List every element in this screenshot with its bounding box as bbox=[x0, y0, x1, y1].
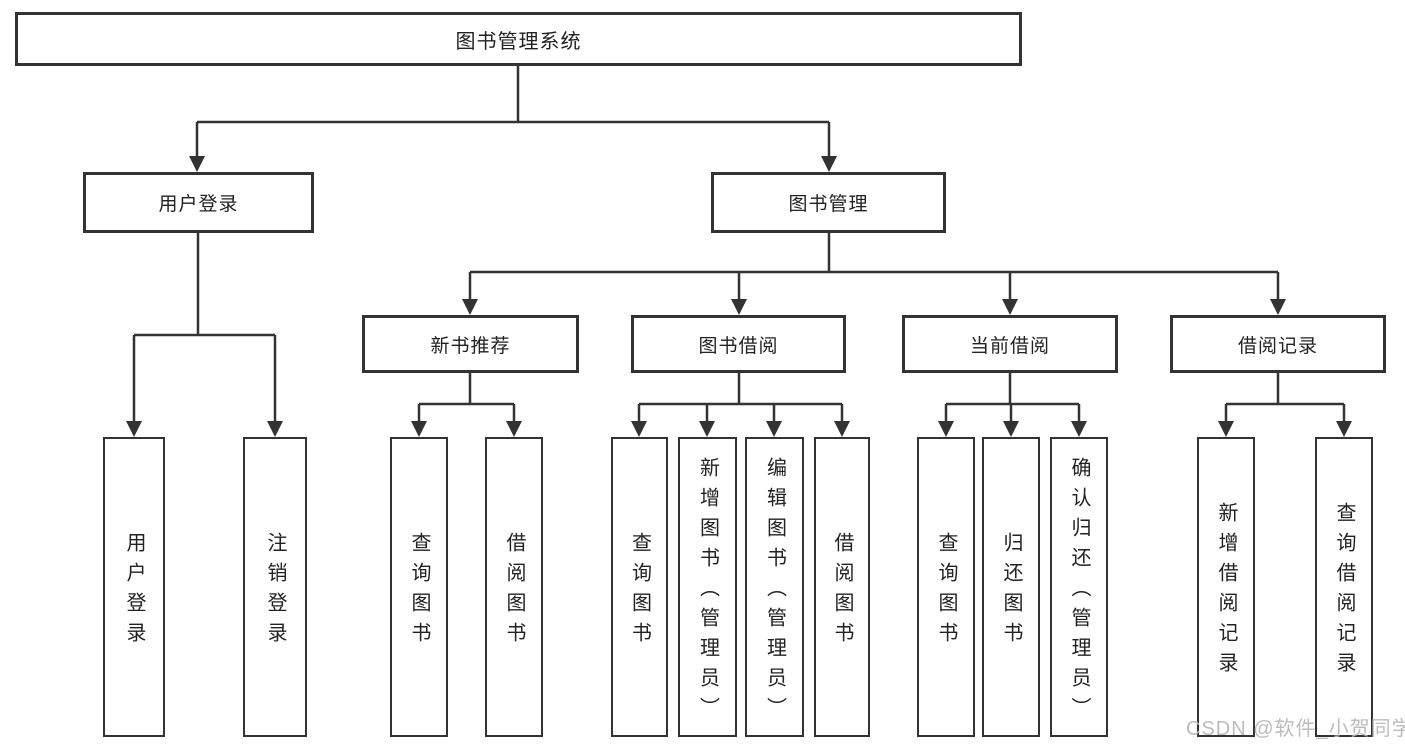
node-label: 归还图书 bbox=[1000, 532, 1022, 652]
arrowhead bbox=[462, 299, 478, 315]
node-label: 注销登录 bbox=[264, 532, 286, 652]
arrowhead bbox=[506, 421, 522, 437]
arrowhead bbox=[1071, 421, 1087, 437]
node-label: 借阅记录 bbox=[1237, 335, 1318, 357]
leaf-current-return-book: 归还图书 bbox=[982, 437, 1040, 737]
leaf-borrow-borrow-book: 借阅图书 bbox=[814, 437, 870, 737]
node-label: 借阅图书 bbox=[831, 532, 853, 652]
arrowhead bbox=[189, 156, 205, 172]
node-book-borrow: 图书借阅 bbox=[631, 315, 846, 373]
leaf-records-add-borrow-record: 新增借阅记录 bbox=[1197, 437, 1255, 737]
arrowhead bbox=[1002, 299, 1018, 315]
node-label: 借阅图书 bbox=[503, 532, 525, 652]
arrowhead bbox=[731, 299, 747, 315]
leaf-borrow-edit-book-admin: 编辑图书（管理员） bbox=[745, 437, 804, 737]
node-label: 用户登录 bbox=[158, 194, 239, 215]
arrowhead bbox=[821, 156, 837, 172]
leaf-recommend-borrow-book: 借阅图书 bbox=[485, 437, 543, 737]
arrowhead bbox=[699, 421, 715, 437]
node-user-login: 用户登录 bbox=[83, 172, 314, 233]
arrowheads bbox=[126, 156, 1352, 437]
node-label: 当前借阅 bbox=[969, 335, 1050, 357]
arrowhead bbox=[834, 421, 850, 437]
leaf-login-logout: 注销登录 bbox=[243, 437, 307, 737]
leaf-borrow-add-book-admin: 新增图书（管理员） bbox=[678, 437, 737, 737]
node-label: 查询图书 bbox=[935, 532, 957, 652]
node-label: 用户登录 bbox=[123, 532, 145, 652]
node-label: 编辑图书（管理员） bbox=[763, 457, 786, 727]
leaf-current-query-book: 查询图书 bbox=[917, 437, 975, 737]
node-new-book-recommend: 新书推荐 bbox=[362, 315, 579, 373]
tree-edges bbox=[132, 66, 1346, 426]
node-label: 查询图书 bbox=[628, 532, 651, 652]
arrowhead bbox=[766, 421, 782, 437]
leaf-current-confirm-return-admin: 确认归还（管理员） bbox=[1050, 437, 1108, 737]
arrowhead bbox=[1270, 299, 1286, 315]
node-borrow-records: 借阅记录 bbox=[1170, 315, 1386, 373]
arrowhead bbox=[938, 421, 954, 437]
node-label: 新书推荐 bbox=[430, 335, 511, 357]
node-label: 图书管理系统 bbox=[455, 30, 582, 53]
node-label: 新增借阅记录 bbox=[1215, 502, 1237, 682]
leaf-login-user-login: 用户登录 bbox=[103, 437, 165, 737]
arrowhead bbox=[1218, 421, 1234, 437]
node-current-borrow: 当前借阅 bbox=[902, 315, 1118, 373]
node-label: 新增图书（管理员） bbox=[696, 457, 719, 727]
leaf-records-query-borrow-record: 查询借阅记录 bbox=[1315, 437, 1373, 737]
watermark: CSDN @软件_小贺同学 bbox=[1186, 718, 1405, 740]
node-library-management-system: 图书管理系统 bbox=[15, 12, 1022, 66]
arrowhead bbox=[126, 421, 142, 437]
arrowhead bbox=[411, 421, 427, 437]
node-book-management: 图书管理 bbox=[711, 172, 946, 233]
arrowhead bbox=[1336, 421, 1352, 437]
node-label: 查询图书 bbox=[408, 532, 430, 652]
node-label: 确认归还（管理员） bbox=[1068, 457, 1090, 727]
node-label: 查询借阅记录 bbox=[1333, 502, 1355, 682]
arrowhead bbox=[631, 421, 647, 437]
arrowhead bbox=[1003, 421, 1019, 437]
arrowhead bbox=[267, 421, 283, 437]
leaf-recommend-query-book: 查询图书 bbox=[390, 437, 448, 737]
node-label: 图书借阅 bbox=[698, 335, 779, 357]
leaf-borrow-query-book: 查询图书 bbox=[611, 437, 668, 737]
node-label: 图书管理 bbox=[788, 194, 869, 215]
